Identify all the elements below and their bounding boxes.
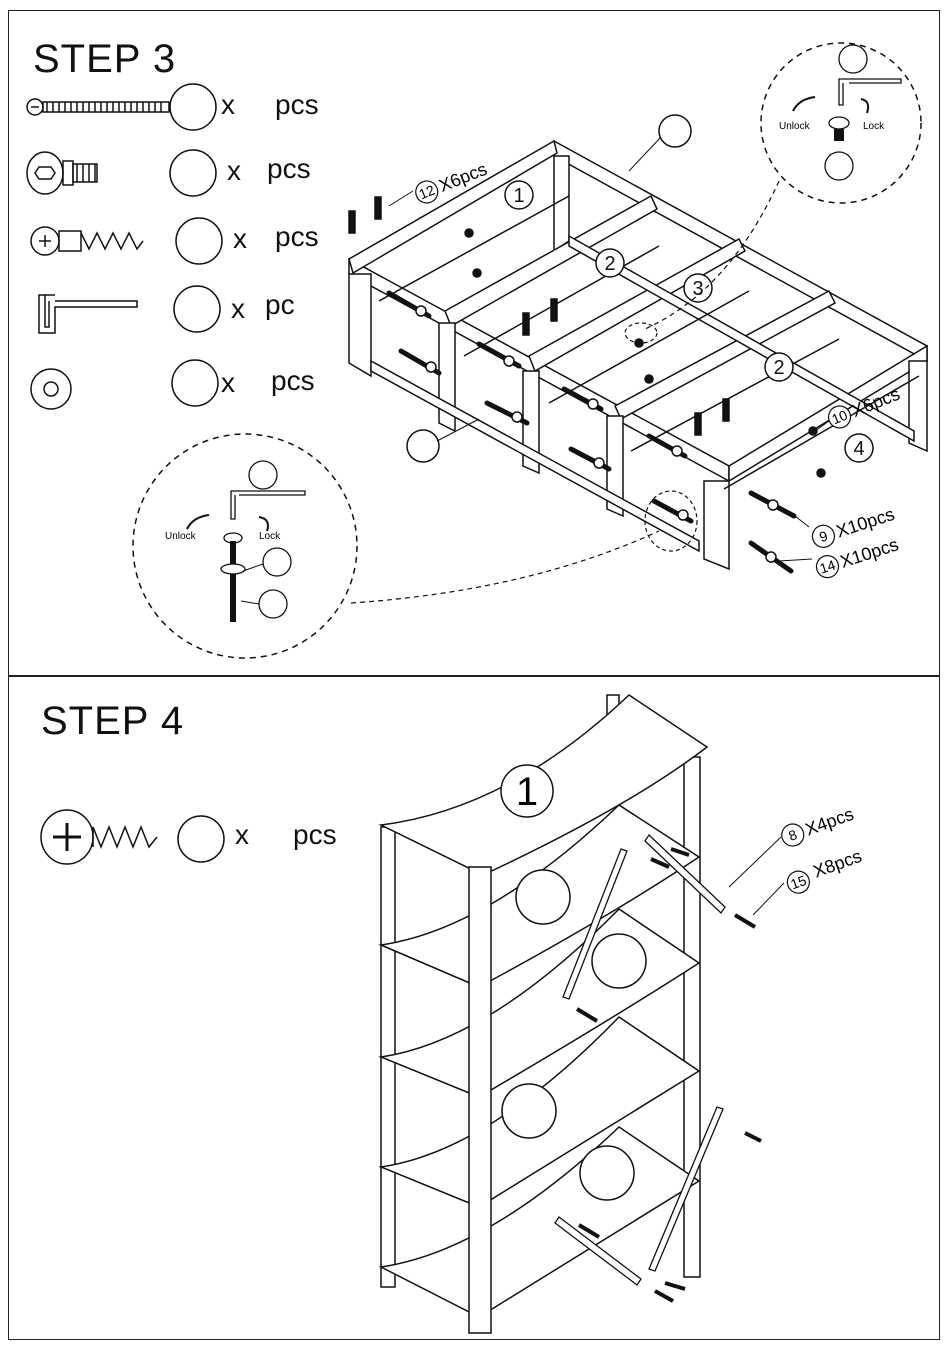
part-4-qty-x: x — [231, 293, 245, 325]
svg-text:X8pcs: X8pcs — [811, 846, 865, 882]
cabinet-frame — [349, 141, 927, 569]
panel-label-2: 2 — [604, 253, 615, 275]
unlock-label-top: Unlock — [779, 121, 811, 132]
callout-15: 15 X8pcs — [783, 846, 866, 897]
part-5-qty-circle — [172, 360, 218, 406]
panel-label-1: 1 — [513, 185, 524, 207]
part-3-unit: pcs — [275, 221, 319, 253]
allen-key-icon — [39, 295, 137, 333]
panel-label-5: 4 — [853, 438, 864, 460]
step4-part-qty-circle — [178, 816, 224, 862]
part-1-qty-circle — [170, 84, 216, 130]
svg-text:X4pcs: X4pcs — [803, 804, 857, 840]
wood-screw-icon — [41, 810, 157, 864]
part-2-qty-circle — [170, 150, 216, 196]
part-5-qty-x: x — [221, 367, 235, 399]
panel-label-4: 2 — [773, 357, 784, 379]
part-2-unit: pcs — [267, 153, 311, 185]
washer-detail-icon — [221, 564, 245, 574]
step4-part-qty-x: x — [235, 819, 249, 851]
lock-label-bottom: Lock — [259, 531, 281, 542]
step4-part-unit: pcs — [293, 819, 337, 851]
washer-icon — [31, 369, 71, 409]
detail-bubble-bottom: Unlock Lock — [133, 434, 357, 658]
svg-text:X10pcs: X10pcs — [838, 534, 901, 572]
callout-8: 8 X4pcs — [779, 803, 857, 849]
cam-dowel-screw-icon — [31, 227, 143, 255]
panel-label-3: 3 — [692, 278, 703, 300]
lock-label-top: Lock — [863, 121, 885, 132]
part-3-qty-circle — [176, 218, 222, 264]
unlock-label-bottom: Unlock — [165, 531, 197, 542]
part-3-qty-x: x — [233, 223, 247, 255]
part-1-unit: pcs — [275, 89, 319, 121]
step-4-diagram: 1 8 X4pcs 15 X8pcs — [9, 677, 939, 1339]
bolt-detail-icon — [230, 541, 236, 565]
part-5-unit: pcs — [271, 365, 315, 397]
part-4-qty-circle — [174, 286, 220, 332]
step-4-panel: STEP 4 — [8, 676, 940, 1340]
shelf-label: 1 — [516, 770, 538, 814]
part-2-qty-x: x — [227, 155, 241, 187]
frame-part-circle-bottom — [407, 430, 439, 462]
step-3-panel: STEP 3 — [8, 10, 940, 676]
long-bolt-icon — [27, 99, 169, 115]
part-4-unit: pc — [265, 289, 295, 321]
frame-part-circle-top — [659, 115, 691, 147]
step-3-diagram: 1 2 3 2 4 12 X6pcs 10 X6pcs — [9, 11, 939, 675]
cam-bolt-icon — [27, 152, 97, 194]
detail-bubble-top: Unlock Lock — [761, 43, 921, 203]
cam-bolt-detail-icon — [829, 117, 849, 129]
part-1-qty-x: x — [221, 89, 235, 121]
